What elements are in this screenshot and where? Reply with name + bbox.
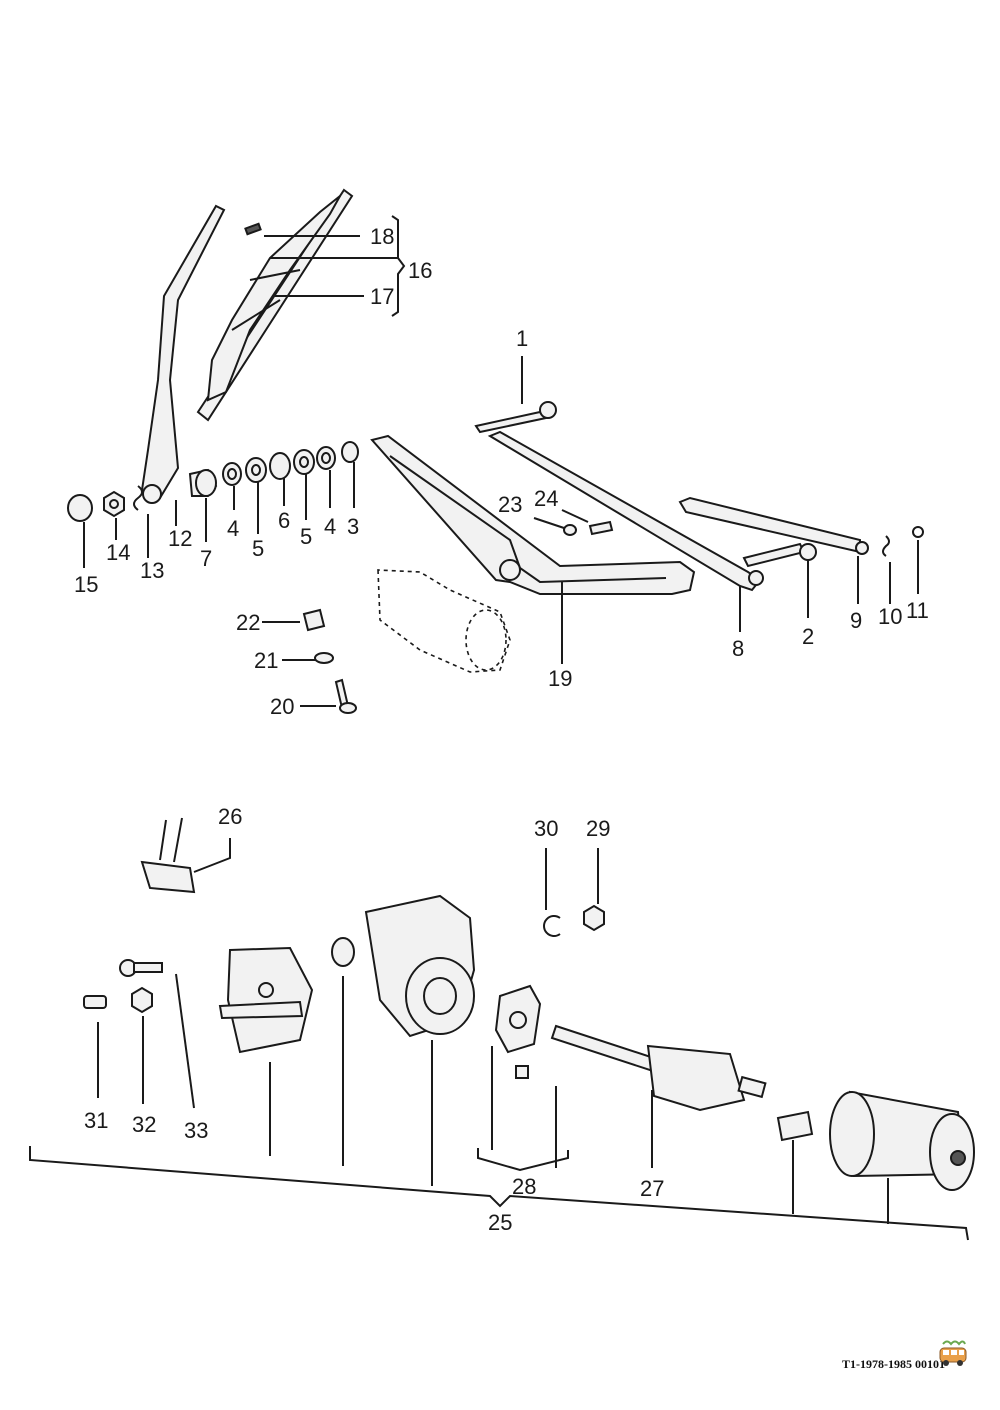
wiper-frame bbox=[370, 434, 696, 595]
callout-18: 18 bbox=[370, 224, 394, 249]
bolt-nut-stud bbox=[83, 959, 163, 1014]
callout-1: 1 bbox=[516, 326, 528, 351]
callout-15: 15 bbox=[74, 572, 98, 597]
brush-plate bbox=[218, 946, 314, 1054]
callout-20: 20 bbox=[270, 694, 294, 719]
connector-plug bbox=[140, 817, 196, 894]
callout-7: 7 bbox=[200, 546, 212, 571]
callout-4b: 4 bbox=[324, 514, 336, 539]
callout-10: 10 bbox=[878, 604, 902, 629]
callout-3: 3 bbox=[347, 514, 359, 539]
callout-12: 12 bbox=[168, 526, 192, 551]
pivot-parts bbox=[563, 520, 924, 568]
gear-housing bbox=[364, 894, 476, 1038]
callout-5a: 5 bbox=[252, 536, 264, 561]
lock-nut bbox=[583, 904, 605, 932]
c-clip bbox=[543, 915, 561, 937]
callout-22: 22 bbox=[236, 610, 260, 635]
vw-bus-logo-icon bbox=[939, 1340, 967, 1366]
cap-nut-spring bbox=[67, 485, 143, 522]
wiper-blade bbox=[196, 188, 354, 422]
callout-9: 9 bbox=[850, 608, 862, 633]
callout-labels: 1 2 3 4 5 6 5 4 7 8 9 10 11 12 13 14 15 … bbox=[74, 224, 929, 1235]
callout-21: 21 bbox=[254, 648, 278, 673]
washer bbox=[331, 937, 355, 967]
callout-31: 31 bbox=[84, 1108, 108, 1133]
callout-29: 29 bbox=[586, 816, 610, 841]
callout-25: 25 bbox=[488, 1210, 512, 1235]
motor-outline bbox=[377, 569, 511, 673]
callout-23: 23 bbox=[498, 492, 522, 517]
leader-lines bbox=[29, 215, 969, 1241]
callout-4a: 4 bbox=[227, 516, 239, 541]
callout-32: 32 bbox=[132, 1112, 156, 1137]
motor-housing bbox=[829, 1090, 975, 1191]
brush-holder bbox=[494, 984, 542, 1079]
callout-8: 8 bbox=[732, 636, 744, 661]
diagram-reference-code: T1-1978-1985 00101 bbox=[842, 1357, 945, 1371]
callout-19: 19 bbox=[548, 666, 572, 691]
callout-26: 26 bbox=[218, 804, 242, 829]
callout-5b: 5 bbox=[300, 524, 312, 549]
wiper-arm bbox=[140, 204, 226, 504]
callout-13: 13 bbox=[140, 558, 164, 583]
callout-24: 24 bbox=[534, 486, 558, 511]
mount-fasteners bbox=[302, 608, 357, 714]
callout-16: 16 bbox=[408, 258, 432, 283]
callout-27: 27 bbox=[640, 1176, 664, 1201]
callout-33: 33 bbox=[184, 1118, 208, 1143]
callout-2: 2 bbox=[802, 624, 814, 649]
callout-17: 17 bbox=[370, 284, 394, 309]
armature bbox=[550, 1024, 767, 1112]
callout-11: 11 bbox=[906, 598, 929, 623]
callout-14: 14 bbox=[106, 540, 130, 565]
callout-28: 28 bbox=[512, 1174, 536, 1199]
spring-clip bbox=[776, 1110, 814, 1142]
spindle-bearing-parts bbox=[188, 441, 359, 497]
callout-6: 6 bbox=[278, 508, 290, 533]
callout-30: 30 bbox=[534, 816, 558, 841]
